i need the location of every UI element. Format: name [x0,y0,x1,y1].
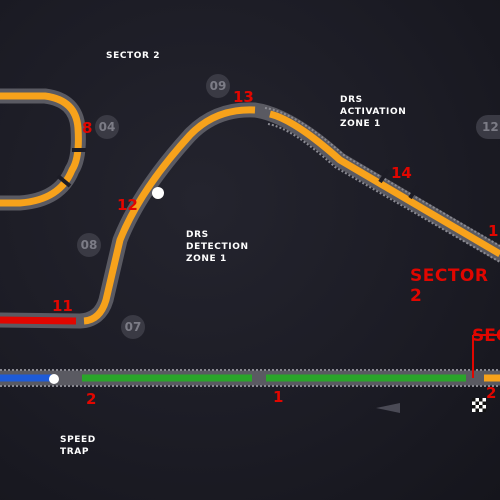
car-marker-dot [49,374,59,384]
turn-11-label: 11 [52,297,73,315]
drs-detection-label: DRS DETECTION ZONE 1 [186,230,249,264]
turn-12-label: 12 [117,196,138,214]
turn-14-label: 14 [391,164,412,182]
track-bed-hairpin [0,88,86,211]
sector-line-drs [269,110,500,258]
drs-activation-label: DRS ACTIVATION ZONE 1 [340,95,407,129]
turn-13-label: 13 [233,88,254,106]
corner-04-bubble: 04 [95,115,119,139]
corner-07-bubble: 07 [121,315,145,339]
sector-2-marker-label: SECTOR 2 [410,266,489,306]
car-marker-dot [152,187,164,199]
sector-line-mid [83,106,256,325]
speed-trap-label: SPEED TRAP [60,435,96,457]
sector-2-number-right: 2 [486,384,497,402]
corner-12-bubble: 12 [476,115,500,139]
sector-marker-label: SEC [472,326,500,346]
sector-line-t11 [0,316,77,325]
direction-arrow-icon [376,403,400,413]
turn-edge-label: 1 [488,222,499,240]
corner-08-bubble: 08 [77,233,101,257]
sector-1-number: 1 [273,388,284,406]
sector-line-hairpin [0,92,82,207]
sector-2-label: SECTOR 2 [106,51,161,61]
sector-2-number: 2 [86,390,97,408]
corner-09-bubble: 09 [206,74,230,98]
turn-8-label: 8 [82,119,93,137]
finish-flag-icon [472,398,486,412]
